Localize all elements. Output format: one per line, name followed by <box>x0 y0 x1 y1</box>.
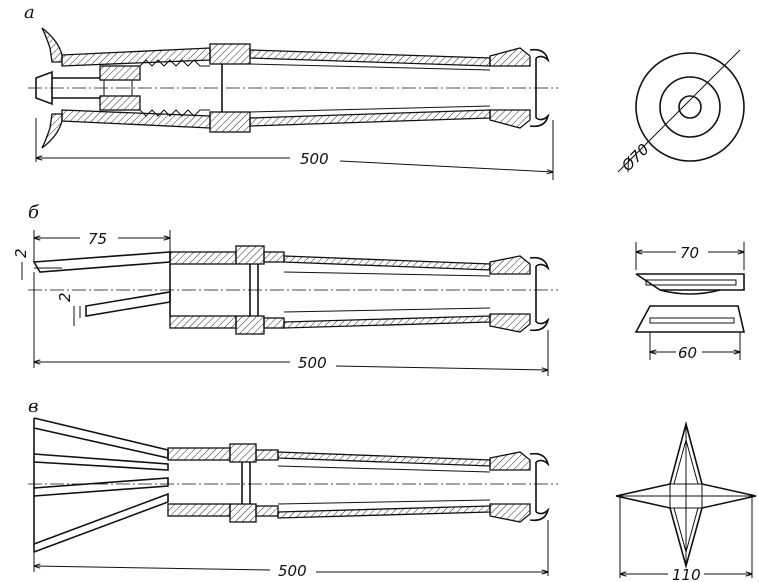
end-view-a: Ø70 <box>617 49 745 176</box>
figure-b-label: б <box>28 202 40 223</box>
dim-b-end-top-text: 70 <box>680 244 699 262</box>
dim-b-slot-upper-text: 2 <box>12 248 30 258</box>
figure-c-label: в <box>28 396 38 417</box>
dim-c-length-text: 500 <box>278 562 307 580</box>
dimension-b-length: 500 <box>34 272 548 376</box>
nozzle-b-side-view <box>28 245 558 335</box>
figure-b: б <box>12 202 746 376</box>
dimension-b-tip: 75 <box>34 230 170 262</box>
dim-b-slot-lower-text: 2 <box>56 292 74 302</box>
end-view-c: 110 <box>615 420 757 582</box>
dim-b-end-bottom-text: 60 <box>678 344 697 362</box>
dim-a-diameter-text: Ø70 <box>617 140 652 175</box>
dimension-a-length: 500 <box>36 118 553 180</box>
figure-a-label: а <box>24 2 35 23</box>
figure-c: в <box>28 396 757 582</box>
nozzle-c-side-view <box>28 417 558 553</box>
end-view-b: 70 60 <box>634 242 746 362</box>
dim-b-tip-text: 75 <box>88 230 107 248</box>
nozzle-a-side-view <box>28 27 558 149</box>
dimension-b-slots: 2 2 <box>12 248 75 326</box>
dim-c-end-text: 110 <box>672 566 701 582</box>
figure-a: а <box>24 2 745 180</box>
dim-b-length-text: 500 <box>298 354 327 372</box>
dimension-c-length: 500 <box>34 520 548 580</box>
dim-a-length-text: 500 <box>300 150 329 168</box>
